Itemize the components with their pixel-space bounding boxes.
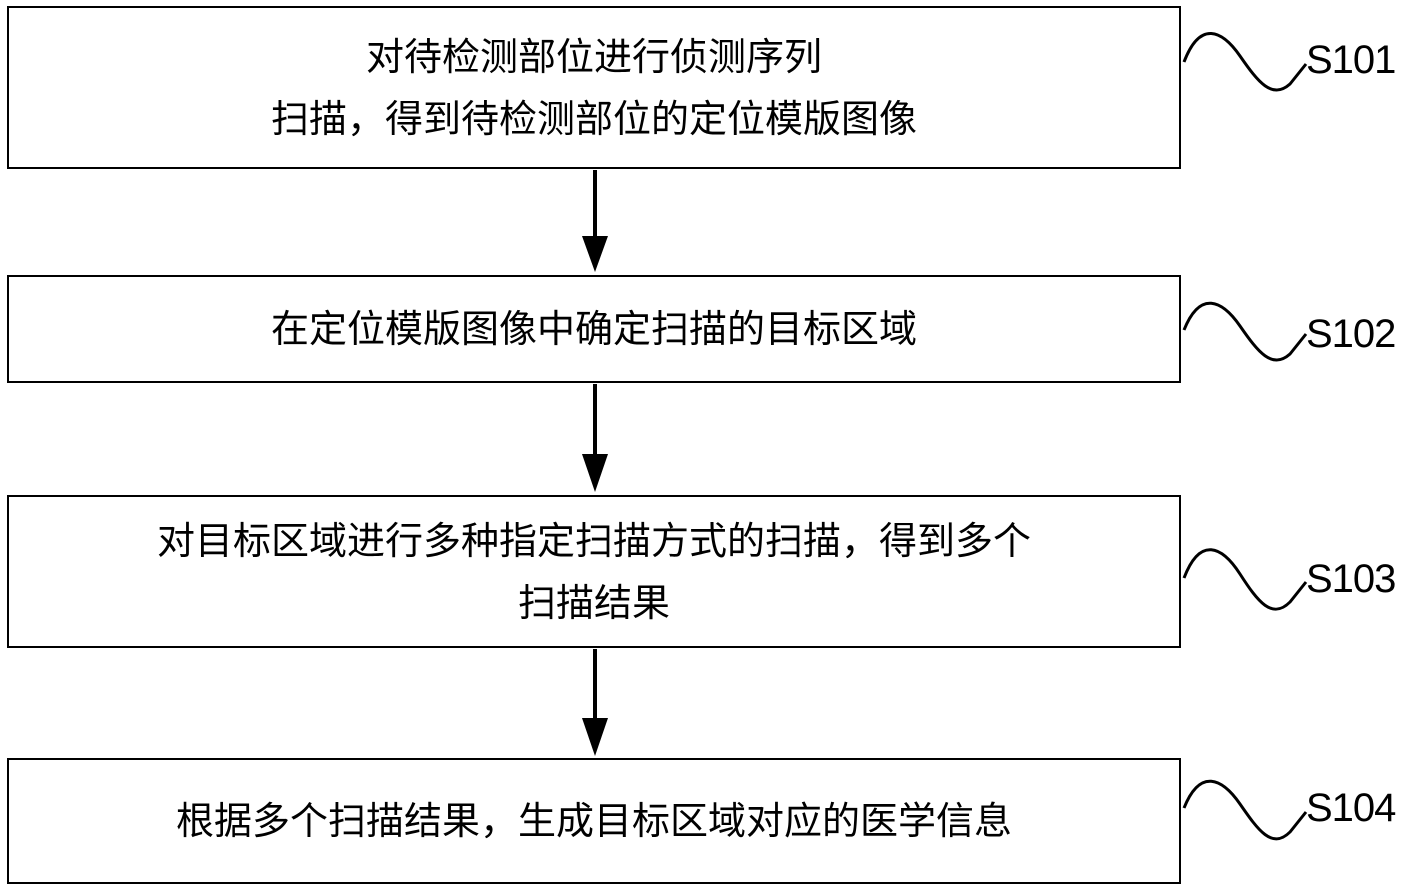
- leader-wave-s104: [1182, 779, 1308, 841]
- arrow-step3-to-step4: [582, 649, 608, 756]
- step-label-s103: S103: [1306, 557, 1396, 601]
- step-box-s103: 对目标区域进行多种指定扫描方式的扫描，得到多个 扫描结果: [7, 495, 1181, 648]
- leader-wave-s103: [1182, 548, 1308, 611]
- step-label-s102: S102: [1306, 312, 1396, 356]
- arrow-step2-to-step3: [582, 384, 608, 492]
- step-label-s101: S101: [1306, 38, 1396, 82]
- step-box-s101: 对待检测部位进行侦测序列 扫描，得到待检测部位的定位模版图像: [7, 6, 1181, 169]
- step-s101-line1: 对待检测部位进行侦测序列: [365, 34, 822, 79]
- step-label-s104: S104: [1306, 786, 1396, 830]
- step-s103-line1: 对目标区域进行多种指定扫描方式的扫描，得到多个: [156, 518, 1031, 563]
- step-s103-line2: 扫描结果: [517, 580, 670, 625]
- arrow-step1-to-step2: [582, 170, 608, 272]
- step-s101-line2: 扫描，得到待检测部位的定位模版图像: [270, 96, 917, 141]
- leader-wave-s101: [1182, 32, 1308, 92]
- step-s104-line1: 根据多个扫描结果，生成目标区域对应的医学信息: [175, 799, 1012, 843]
- step-box-s102: 在定位模版图像中确定扫描的目标区域: [7, 275, 1181, 383]
- step-box-s104: 根据多个扫描结果，生成目标区域对应的医学信息: [7, 758, 1181, 884]
- leader-wave-s102: [1182, 301, 1308, 362]
- step-s102-line1: 在定位模版图像中确定扫描的目标区域: [270, 307, 917, 351]
